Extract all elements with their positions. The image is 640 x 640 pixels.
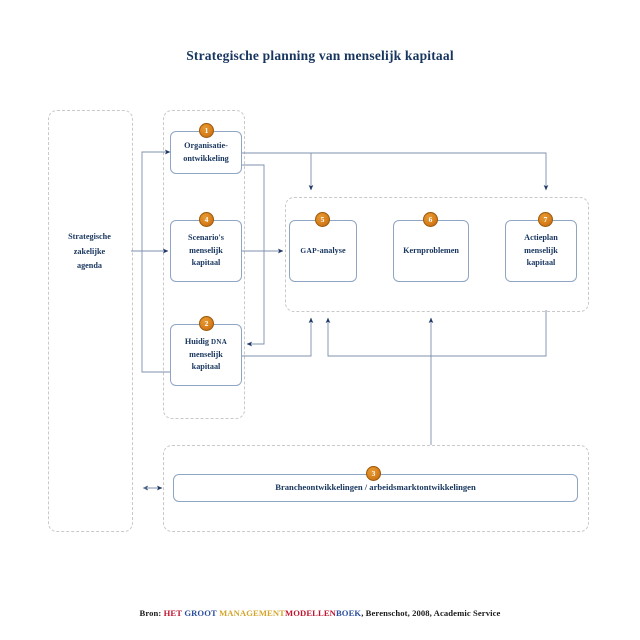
node-huidig-dna-menselijk-kapitaal-label: Huidig DNA menselijk kapitaal <box>184 336 228 372</box>
node-organisatie-ontwikkeling[interactable]: Organisatie- ontwikkeling <box>170 131 242 174</box>
node-huidig-dna-menselijk-kapitaal[interactable]: Huidig DNA menselijk kapitaal <box>170 324 242 386</box>
input-group <box>163 110 245 419</box>
strategy-group <box>48 110 133 532</box>
source-caption: Bron: HET GROOT MANAGEMENTMODELLENBOEK, … <box>0 608 640 618</box>
node-strategische-agenda-label: Strategische zakelijke agenda <box>68 232 111 271</box>
page-title: Strategische planning van menselijk kapi… <box>186 48 454 63</box>
source-prefix: Bron: <box>139 608 164 618</box>
node-gap-analyse-label: GAP-analyse <box>300 245 346 255</box>
node-gap-analyse[interactable]: GAP-analyse <box>289 220 357 282</box>
source-het: HET <box>163 608 183 618</box>
badge-2: 2 <box>199 316 214 331</box>
node-scenarios-menselijk-kapitaal[interactable]: Scenario's menselijk kapitaal <box>170 220 242 282</box>
node-strategische-agenda[interactable]: Strategische zakelijke agenda <box>52 224 127 280</box>
source-groot: GROOT <box>184 608 217 618</box>
node-brancheontwikkelingen-label: Brancheontwikkelingen / arbeidsmarktontw… <box>275 482 476 493</box>
badge-3: 3 <box>366 466 381 481</box>
source-modellen: MODELLEN <box>285 608 336 618</box>
analysis-group <box>285 197 589 312</box>
node-kernproblemen-label: Kernproblemen <box>403 245 459 255</box>
node-kernproblemen[interactable]: Kernproblemen <box>393 220 469 282</box>
source-boek: BOEK <box>335 608 362 618</box>
node-scenarios-menselijk-kapitaal-label: Scenario's menselijk kapitaal <box>188 232 224 268</box>
node-actieplan-menselijk-kapitaal-label: Actieplan menselijk kapitaal <box>524 232 558 268</box>
badge-1: 1 <box>199 123 214 138</box>
badge-7: 7 <box>538 212 553 227</box>
badge-6: 6 <box>423 212 438 227</box>
source-suffix: , Berenschot, 2008, Academic Service <box>361 608 501 618</box>
badge-5: 5 <box>315 212 330 227</box>
node-organisatie-ontwikkeling-label: Organisatie- ontwikkeling <box>183 140 229 163</box>
node-actieplan-menselijk-kapitaal[interactable]: Actieplan menselijk kapitaal <box>505 220 577 282</box>
source-management: MANAGEMENT <box>219 608 286 618</box>
market-group <box>163 445 589 532</box>
badge-4: 4 <box>199 212 214 227</box>
